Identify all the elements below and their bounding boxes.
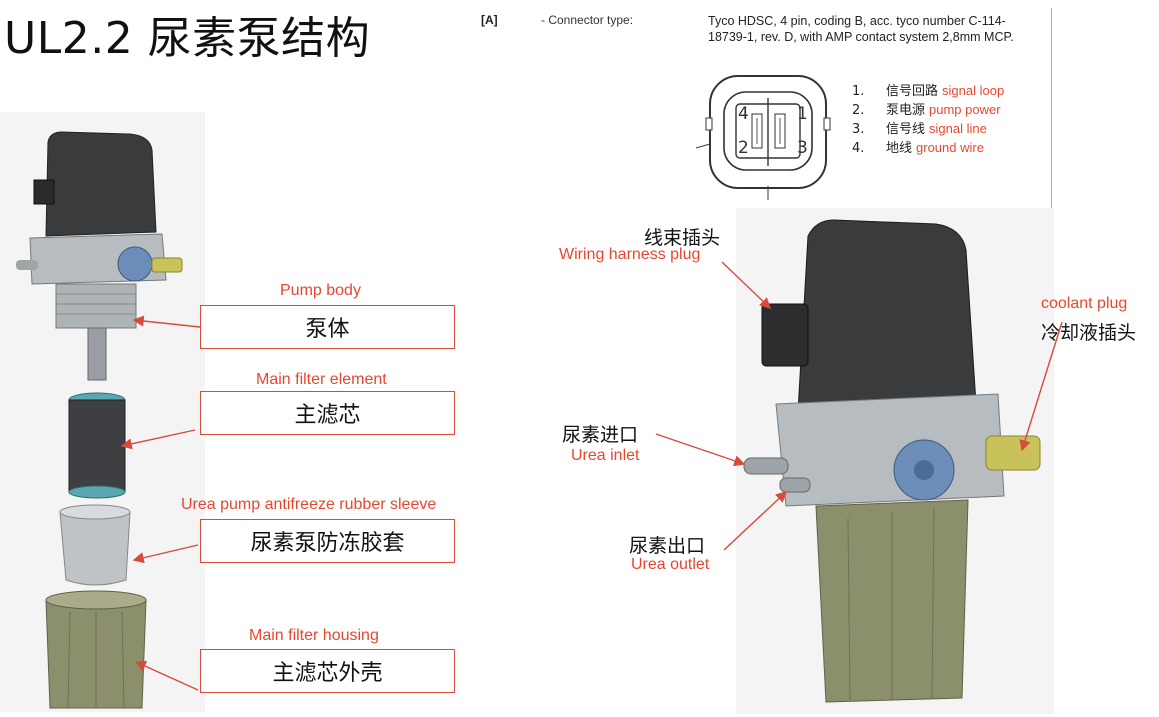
pump-body-label-cn: 泵体: [305, 317, 350, 342]
connector-pin-label: 2: [738, 138, 749, 158]
urea-inlet-label-cn: 尿素进口: [562, 424, 639, 446]
main-filter-element-label-cn: 主滤芯: [294, 403, 361, 428]
main-filter-element-box: 主滤芯: [200, 391, 455, 435]
connector-pin-label: 4: [738, 104, 749, 124]
spec-value: Tyco HDSC, 4 pin, coding B, acc. tyco nu…: [708, 14, 1014, 44]
main-filter-housing-box: 主滤芯外壳: [200, 649, 455, 693]
page-title: UL2.2 尿素泵结构: [4, 13, 371, 64]
pump-body-label-en: Pump body: [280, 282, 361, 299]
main-filter-housing-label-en: Main filter housing: [249, 627, 379, 644]
wiring-plug-label-en: Wiring harness plug: [559, 246, 701, 263]
wiring-plug-label-cn: 线束插头: [644, 227, 721, 249]
main-filter-housing-label-cn: 主滤芯外壳: [272, 661, 383, 686]
urea-inlet-arrow: [655, 433, 746, 467]
urea-outlet-label-en: Urea outlet: [631, 556, 710, 573]
rubber-sleeve-label-en: Urea pump antifreeze rubber sleeve: [181, 496, 437, 513]
connector-pin-label: 3: [797, 138, 808, 158]
urea-outlet-label-cn: 尿素出口: [629, 535, 706, 557]
urea-inlet-label-en: Urea inlet: [571, 447, 640, 464]
spec-tag: [A]: [481, 13, 498, 27]
coolant-plug-label-en: coolant plug: [1041, 295, 1128, 312]
connector-drawing: [696, 75, 831, 200]
spec-key: - Connector type:: [541, 13, 634, 27]
rubber-sleeve-label-cn: 尿素泵防冻胶套: [250, 531, 405, 556]
divider: [1051, 8, 1052, 208]
connector-pin-label: 1: [797, 104, 808, 124]
exploded-view-illustration: [16, 131, 183, 709]
coolant-plug-label-cn: 冷却液插头: [1041, 322, 1137, 344]
assembled-pump-illustration: [743, 219, 1041, 703]
main-filter-element-label-en: Main filter element: [256, 371, 387, 388]
pump-body-box: 泵体: [200, 305, 455, 349]
rubber-sleeve-box: 尿素泵防冻胶套: [200, 519, 455, 563]
